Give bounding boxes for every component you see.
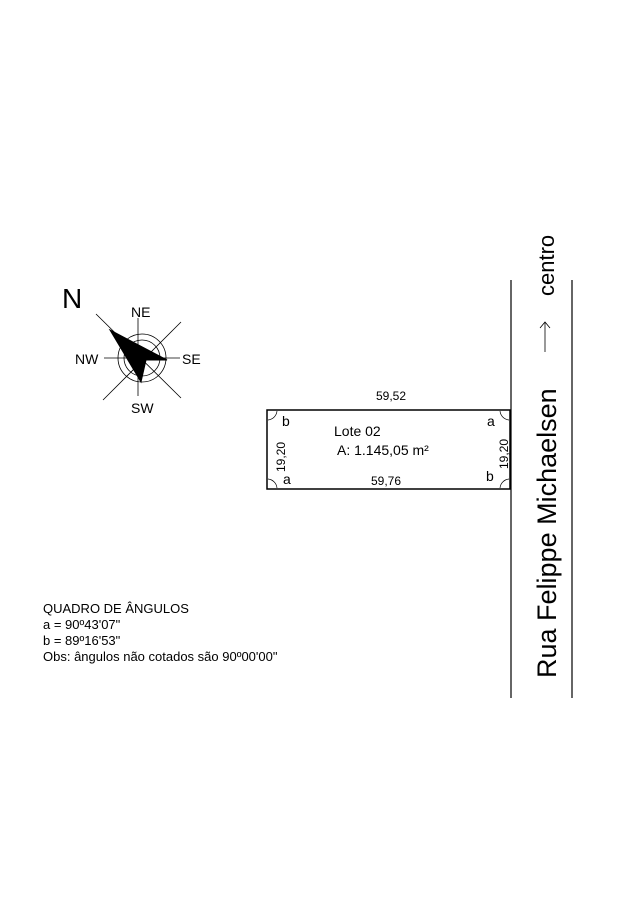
lot-right-dimension: 19,20 bbox=[497, 438, 511, 469]
corner-label-top-left: b bbox=[282, 413, 290, 429]
street-name: Rua Felippe Michaelsen bbox=[532, 388, 562, 678]
ne-label: NE bbox=[131, 304, 151, 320]
lot-name: Lote 02 bbox=[334, 423, 381, 439]
se-label: SE bbox=[182, 351, 201, 367]
corner-label-bottom-left: a bbox=[283, 471, 291, 487]
angle-table-note: Obs: ângulos não cotados são 90º00'00" bbox=[43, 649, 278, 664]
direction-label: centro bbox=[534, 234, 559, 296]
angle-table-title: QUADRO DE ÂNGULOS bbox=[43, 601, 189, 616]
nw-label: NW bbox=[75, 351, 99, 367]
angle-table-row: b = 89º16'53" bbox=[43, 633, 121, 648]
arrow-up-icon bbox=[539, 321, 551, 352]
lot-area: A: 1.145,05 m² bbox=[337, 442, 429, 458]
angle-table: QUADRO DE ÂNGULOS a = 90º43'07" b = 89º1… bbox=[43, 601, 277, 665]
angle-table-row: a = 90º43'07" bbox=[43, 617, 121, 632]
north-label: N bbox=[62, 283, 83, 314]
lot-top-dimension: 59,52 bbox=[376, 389, 407, 403]
lot-bottom-dimension: 59,76 bbox=[371, 474, 402, 488]
sw-label: SW bbox=[131, 400, 154, 416]
corner-label-bottom-right: b bbox=[486, 468, 494, 484]
lot-left-dimension: 19,20 bbox=[274, 441, 288, 472]
compass-north-arrow-icon bbox=[108, 328, 168, 384]
corner-arcs bbox=[267, 410, 510, 489]
lot-outline bbox=[266, 409, 511, 490]
corner-label-top-right: a bbox=[487, 413, 495, 429]
